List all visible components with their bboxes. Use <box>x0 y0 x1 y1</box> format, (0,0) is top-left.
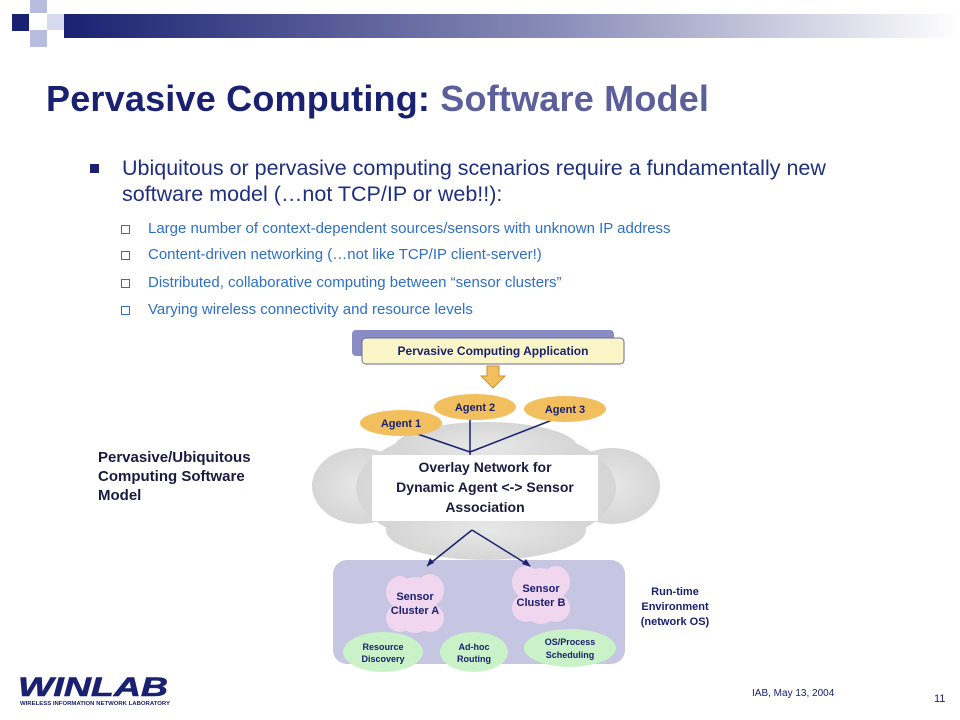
cluster-a-line-1: Sensor <box>396 591 434 603</box>
service-routing-line-2: Routing <box>457 654 491 664</box>
cluster-b-line-2: Cluster B <box>517 597 566 609</box>
sub-bullet-marker <box>121 225 130 234</box>
header-square-dark <box>12 14 29 31</box>
agent-1-label: Agent 1 <box>381 418 421 430</box>
sensor-cluster-a <box>386 574 444 633</box>
agent-3-label: Agent 3 <box>545 404 585 416</box>
runtime-line-1: Run-time <box>651 586 699 598</box>
service-node <box>440 632 508 672</box>
bullet-marker <box>90 164 99 173</box>
down-arrow-icon <box>479 365 507 389</box>
sub-bullet-marker <box>121 251 130 260</box>
agent-node <box>524 396 606 422</box>
runtime-label: Run-time Environment (network OS) <box>630 585 720 630</box>
service-resource-line-1: Resource <box>362 642 403 652</box>
side-label-line-2: Computing Software <box>98 468 245 485</box>
agent-link <box>469 416 561 453</box>
logo-subtext: WIRELESS INFORMATION NETWORK LABORATORY <box>20 701 171 707</box>
logo-wordmark: WINLAB <box>18 672 168 702</box>
cluster-link <box>471 529 531 567</box>
sub-bullet-3: Distributed, collaborative computing bet… <box>148 274 562 291</box>
header-gradient <box>12 0 960 49</box>
footer-date: IAB, May 13, 2004 <box>752 688 835 699</box>
header-square-light <box>30 0 47 13</box>
arrowhead-icon <box>522 559 531 567</box>
overlay-line-3: Association <box>445 499 524 515</box>
app-label: Pervasive Computing Application <box>398 344 589 358</box>
page-number: 11 <box>934 693 946 705</box>
service-os-line-2: Scheduling <box>546 650 595 660</box>
header-band <box>0 0 960 64</box>
header-square-pale <box>47 14 64 30</box>
winlab-logo: WINLAB WIRELESS INFORMATION NETWORK LABO… <box>18 672 171 707</box>
agent-node <box>434 394 516 420</box>
service-routing-line-1: Ad-hoc <box>459 642 490 652</box>
sensor-cluster-b <box>512 566 570 624</box>
runtime-line-2: Environment <box>641 601 709 613</box>
overlay-box <box>372 455 598 521</box>
overlay-line-2: Dynamic Agent <-> Sensor <box>396 479 574 495</box>
page-title: Pervasive Computing: Software Model <box>46 78 709 120</box>
title-part-1: Pervasive Computing: <box>46 78 431 119</box>
side-label-line-3: Model <box>98 487 142 504</box>
sub-bullet-1: Large number of context-dependent source… <box>148 220 671 237</box>
sub-bullet-marker <box>121 279 130 288</box>
model-side-label: Pervasive/Ubiquitous Computing Software … <box>98 448 298 505</box>
sub-bullet-4: Varying wireless connectivity and resour… <box>148 301 473 318</box>
service-resource-line-2: Discovery <box>361 654 404 664</box>
service-os-line-1: OS/Process <box>545 637 596 647</box>
sub-bullet-marker <box>121 306 130 315</box>
title-part-2: Software Model <box>440 78 710 119</box>
agent-node <box>360 410 442 436</box>
cluster-a-line-2: Cluster A <box>391 605 440 617</box>
header-square-white <box>12 32 29 49</box>
app-box <box>361 337 625 365</box>
agent-2-label: Agent 2 <box>455 402 495 414</box>
main-bullet: Ubiquitous or pervasive computing scenar… <box>122 156 826 206</box>
cluster-b-line-1: Sensor <box>522 583 560 595</box>
overlay-line-1: Overlay Network for <box>418 459 552 475</box>
runtime-line-3: (network OS) <box>640 616 710 628</box>
sub-bullet-2: Content-driven networking (…not like TCP… <box>148 246 542 263</box>
service-node <box>524 629 616 667</box>
arrowhead-icon <box>427 558 434 566</box>
header-square-light <box>30 30 47 47</box>
side-label-line-1: Pervasive/Ubiquitous <box>98 449 251 466</box>
service-node <box>343 632 423 672</box>
cluster-link <box>426 529 473 567</box>
